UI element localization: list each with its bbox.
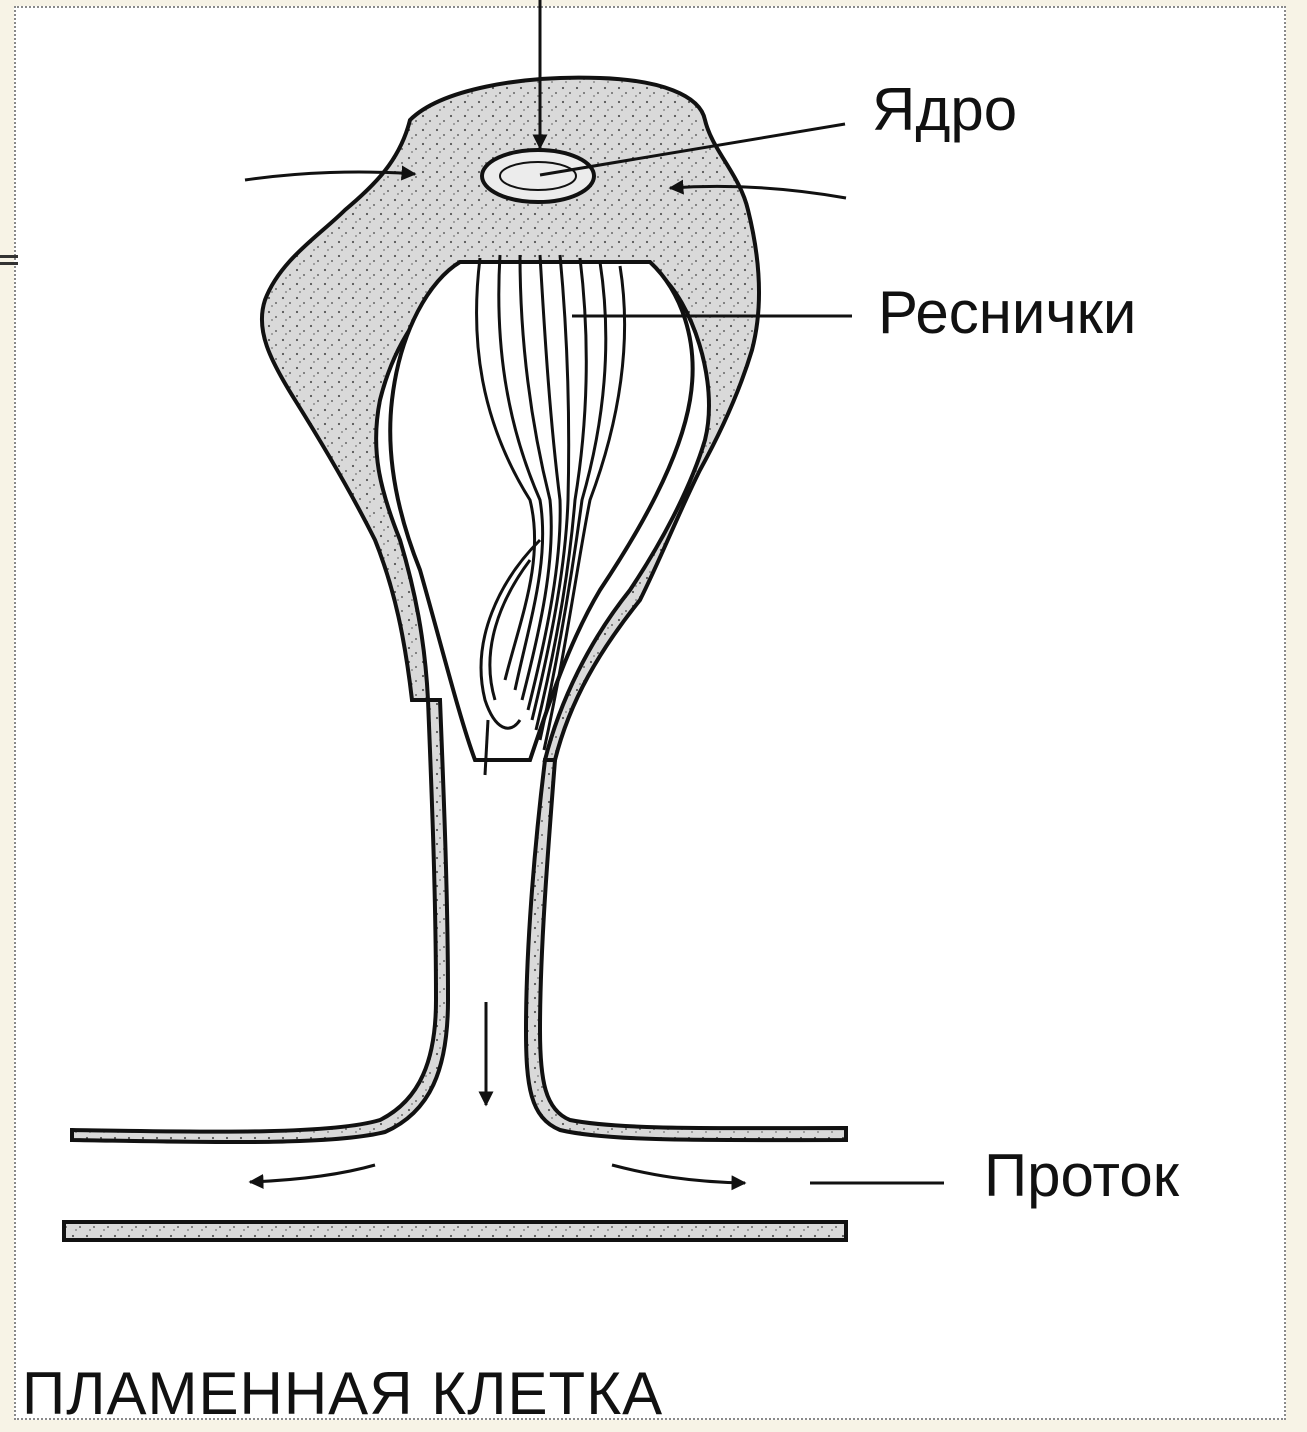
label-nucleus: Ядро	[872, 80, 1017, 140]
tubule-wall-right	[526, 760, 846, 1140]
flow-arrow-left	[250, 1165, 375, 1182]
flow-arrow-right	[612, 1165, 745, 1183]
duct-lower-wall	[64, 1222, 846, 1240]
nucleus	[482, 150, 594, 202]
figure-caption: ПЛАМЕННАЯ КЛЕТКА	[22, 1364, 663, 1424]
label-duct: Проток	[984, 1146, 1179, 1206]
label-cilia: Реснички	[878, 283, 1136, 343]
tubule-wall-left	[72, 700, 448, 1142]
